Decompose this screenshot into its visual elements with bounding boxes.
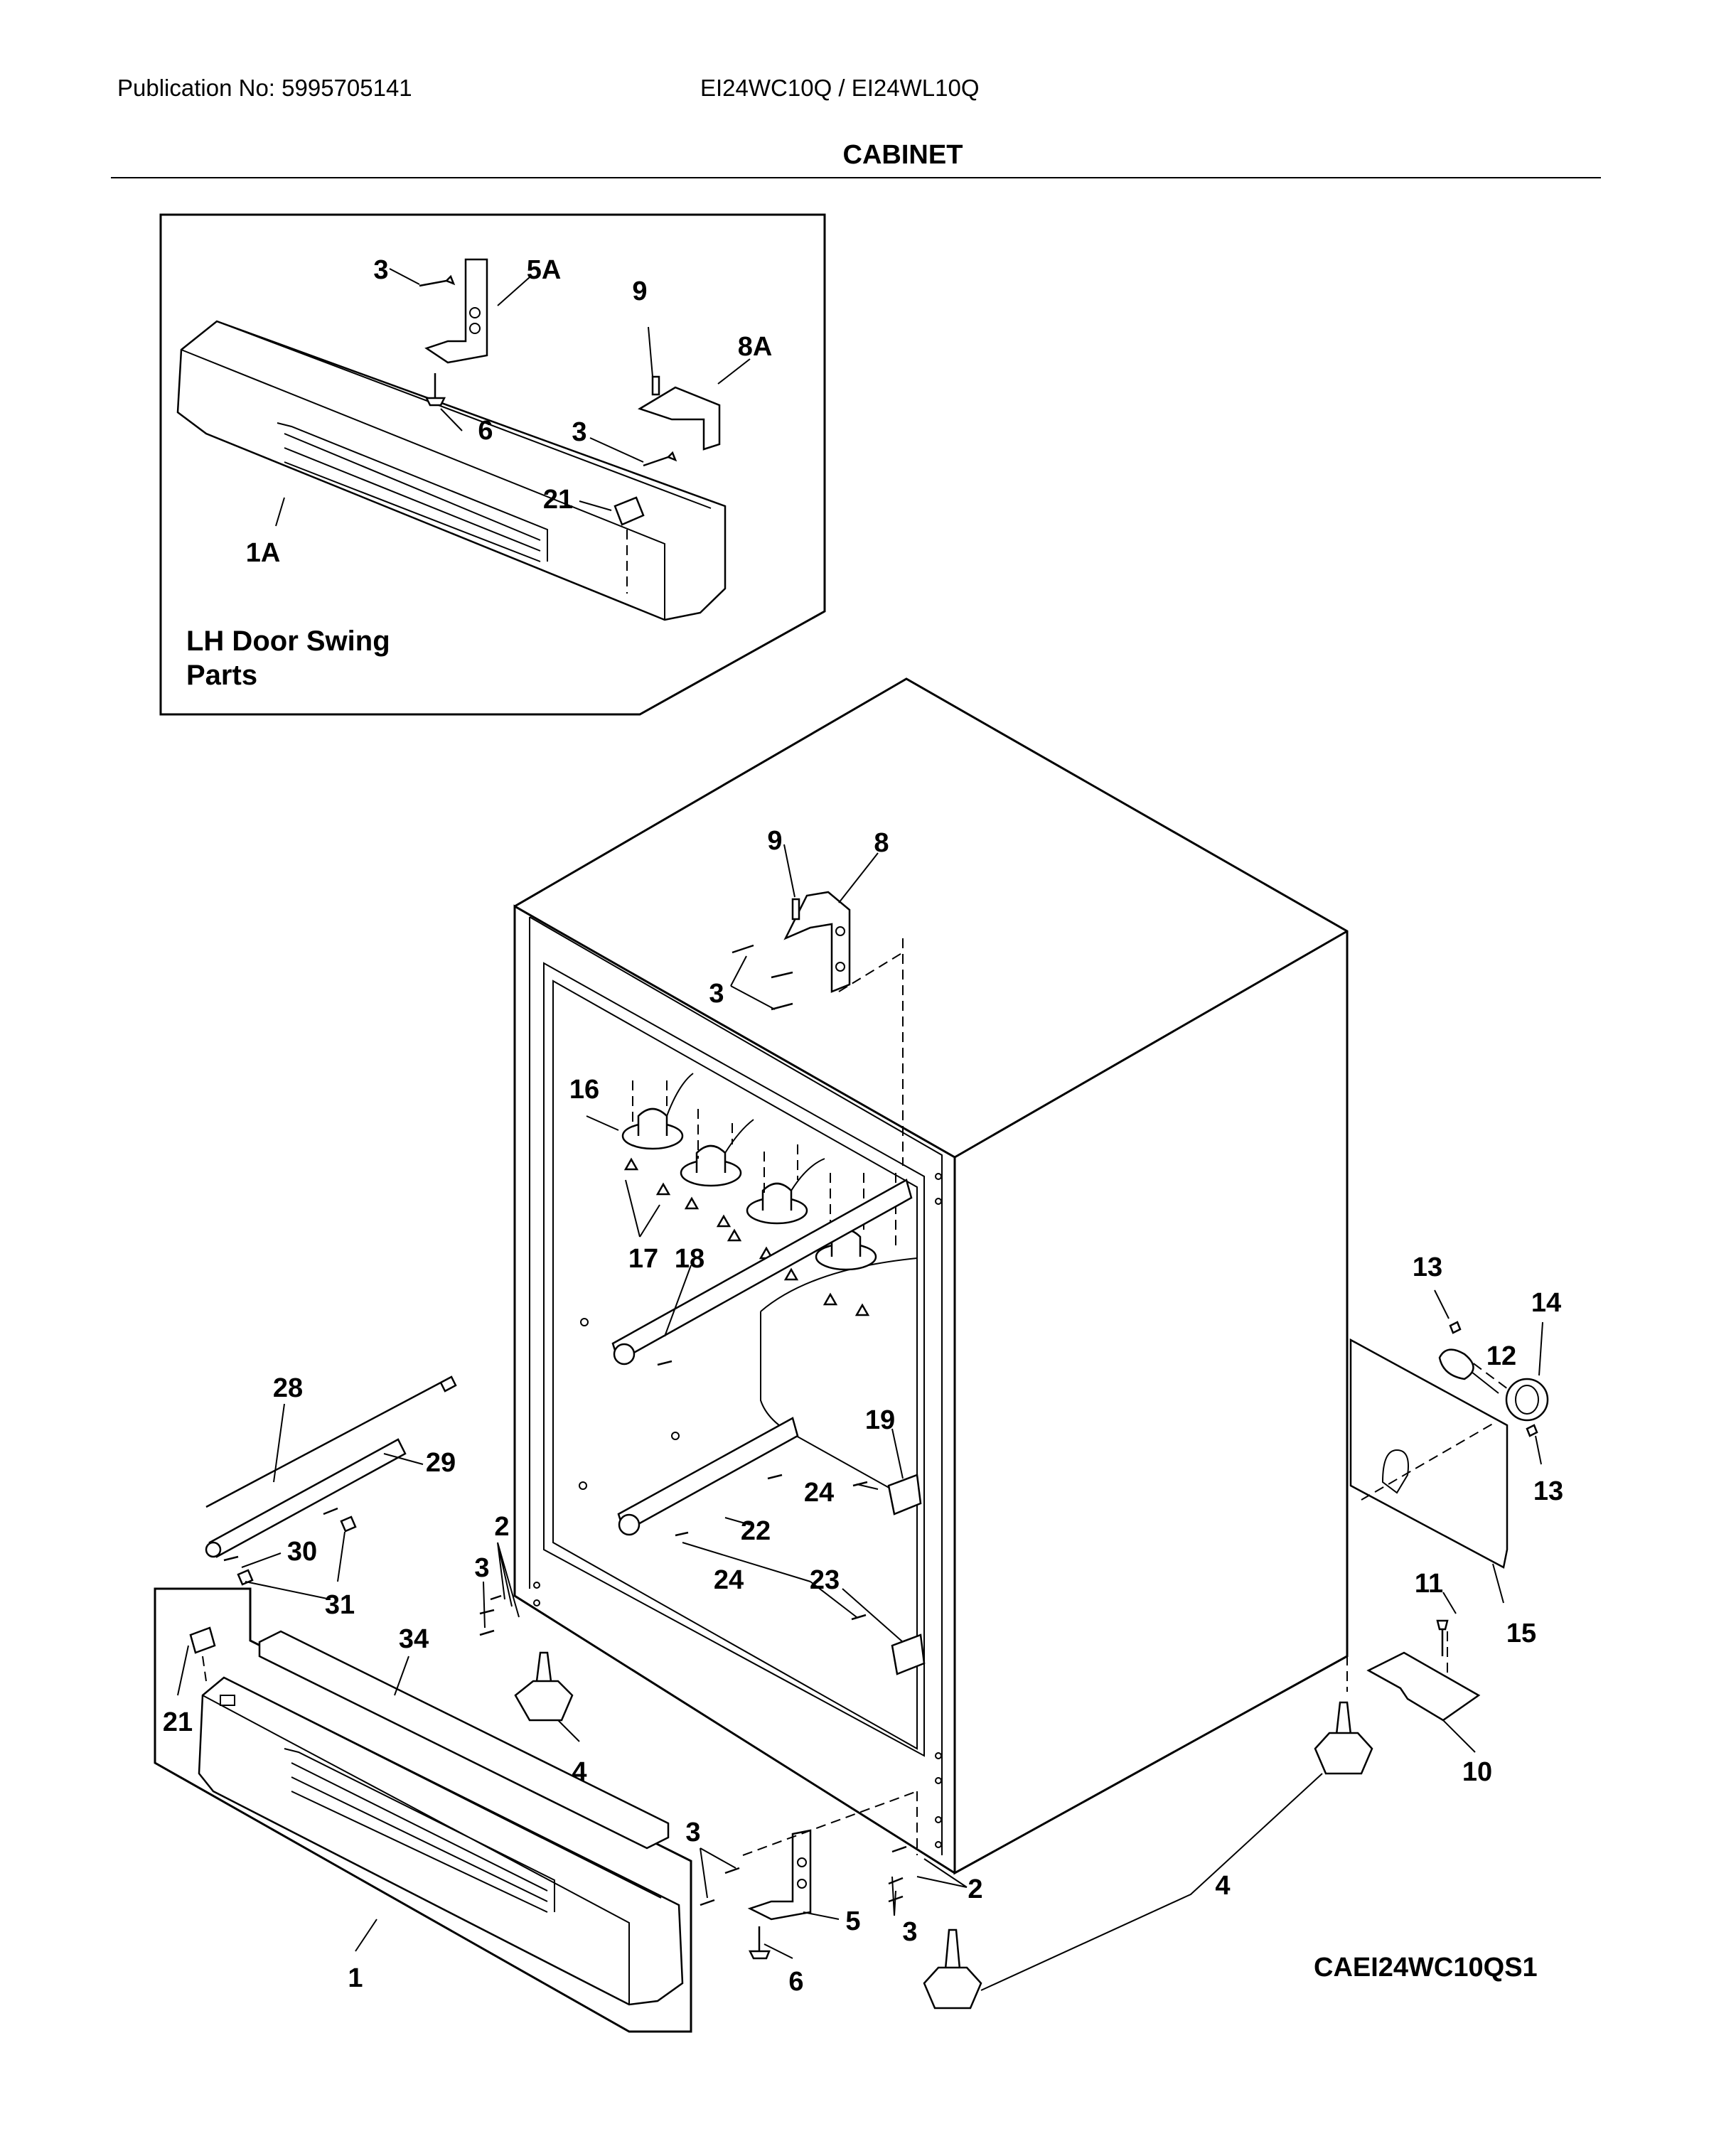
callout-3: 3 <box>709 979 724 1009</box>
bottom-hinge-assembly: 3 5 6 3 2 2 3 <box>474 1512 982 1997</box>
callout-18: 18 <box>675 1244 704 1274</box>
hinge-bracket-5a <box>424 258 488 364</box>
callout-30: 30 <box>287 1537 317 1567</box>
harness-assembly: 28 29 30 31 <box>205 1373 457 1620</box>
switch-21 <box>189 1626 216 1654</box>
switch-21-inset <box>614 496 645 526</box>
bracket-12 <box>1438 1348 1474 1380</box>
callout-28: 28 <box>273 1373 303 1403</box>
callout-17: 17 <box>628 1244 658 1274</box>
callout-11: 11 <box>1415 1569 1443 1599</box>
cover-10 <box>1366 1651 1481 1722</box>
kickplate-box <box>154 1587 692 2033</box>
grommet-14 <box>1505 1378 1549 1422</box>
lh-door-swing-inset: 3 5A 9 8A 6 3 21 1A LH Door Swing Parts <box>159 213 826 716</box>
hinge-bracket-5 <box>747 1829 812 1921</box>
callout-24: 24 <box>804 1478 834 1508</box>
front-kickplate-assembly: 34 21 1 <box>154 1587 692 2033</box>
callout-21: 21 <box>163 1707 193 1737</box>
callout-6: 6 <box>788 1967 803 1997</box>
wire-harness-28 <box>205 1375 457 1508</box>
callout-19: 19 <box>865 1405 895 1435</box>
callout-6: 6 <box>478 416 493 446</box>
callout-3: 3 <box>685 1818 700 1847</box>
header-divider <box>111 177 1601 178</box>
kickplate-1a <box>176 320 727 621</box>
callout-1: 1 <box>348 1963 363 1993</box>
leg-rear-right <box>1314 1701 1373 1775</box>
callout-21: 21 <box>543 485 573 515</box>
callout-16: 16 <box>569 1075 599 1105</box>
callout-12: 12 <box>1486 1341 1516 1371</box>
callout-8: 8 <box>874 828 889 858</box>
slide-rail-22 <box>617 1417 799 1533</box>
callout-31: 31 <box>325 1590 355 1620</box>
callout-34: 34 <box>399 1624 429 1654</box>
callout-24: 24 <box>714 1565 744 1595</box>
rear-panel-15 <box>1349 1338 1509 1569</box>
slide-bracket-23 <box>891 1633 926 1675</box>
callout-8a: 8A <box>738 332 773 362</box>
rear-components: 13 14 12 13 11 15 10 <box>1346 1252 1563 1787</box>
callout-4: 4 <box>1215 1871 1230 1901</box>
hinge-bracket-8 <box>783 891 851 993</box>
callout-3: 3 <box>572 417 586 447</box>
hinge-bracket-8a <box>638 386 721 451</box>
support-34 <box>258 1630 670 1850</box>
slide-bracket-19 <box>887 1474 922 1515</box>
callout-2: 2 <box>968 1874 982 1904</box>
leveling-legs: 4 4 <box>514 1651 1373 2010</box>
leg-front-right <box>923 1928 982 2010</box>
callout-14: 14 <box>1531 1288 1561 1318</box>
callout-10: 10 <box>1462 1757 1492 1787</box>
screw-11 <box>1436 1619 1449 1656</box>
callout-1a: 1A <box>246 538 281 568</box>
light-16b <box>680 1119 754 1187</box>
callout-9: 9 <box>632 277 647 306</box>
callout-22: 22 <box>741 1516 771 1546</box>
callout-3: 3 <box>373 255 388 285</box>
light-16 <box>621 1073 694 1150</box>
cap-31 <box>237 1515 357 1586</box>
slide-rails: 18 19 24 22 24 23 <box>579 1179 926 1675</box>
callout-15: 15 <box>1506 1619 1536 1648</box>
callout-3: 3 <box>474 1553 489 1583</box>
callout-23: 23 <box>810 1565 840 1595</box>
leg-front-left <box>514 1651 574 1722</box>
pin-6 <box>748 1926 771 1960</box>
model-numbers: EI24WC10Q / EI24WL10Q <box>700 75 980 101</box>
inset-title-line2: Parts <box>186 660 257 691</box>
callout-5a: 5A <box>527 255 562 285</box>
callout-13: 13 <box>1413 1252 1442 1282</box>
callout-2: 2 <box>494 1512 509 1542</box>
callout-29: 29 <box>426 1448 456 1478</box>
inset-title-line1: LH Door Swing <box>186 626 390 657</box>
light-16c <box>746 1158 825 1225</box>
top-hinge-assembly: 9 8 3 <box>709 826 904 1166</box>
callout-13: 13 <box>1533 1476 1563 1506</box>
diagram-code: CAEI24WC10QS1 <box>1314 1953 1538 1983</box>
publication-number: Publication No: 5995705141 <box>117 75 412 101</box>
cabinet-outline <box>513 677 1349 1875</box>
callout-9: 9 <box>767 826 782 856</box>
callout-5: 5 <box>845 1906 860 1936</box>
cabinet-liner-opening <box>543 962 925 1757</box>
light-assemblies: 16 17 <box>569 1073 896 1316</box>
callout-3: 3 <box>902 1917 917 1947</box>
inset-border <box>159 213 826 716</box>
cabinet-body <box>513 677 1349 1875</box>
section-title: CABINET <box>842 140 963 170</box>
